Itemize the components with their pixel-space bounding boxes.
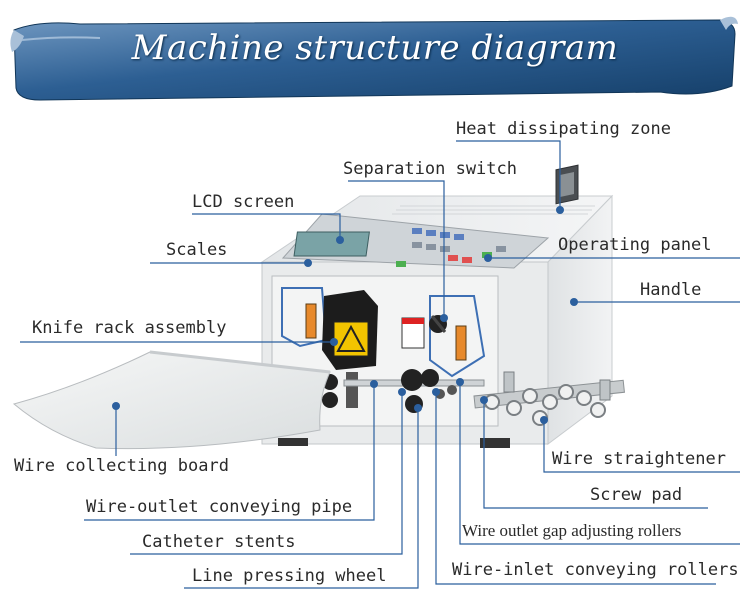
label-scales: Scales (166, 240, 228, 260)
label-catheter-stents: Catheter stents (142, 532, 296, 552)
label-wire-outlet-gap-adjusting-rollers: Wire outlet gap adjusting rollers (462, 521, 682, 540)
label-wire-outlet-conveying-pipe: Wire-outlet conveying pipe (86, 497, 353, 517)
lcd-screen (293, 231, 370, 257)
label-operating-panel: Operating panel (558, 235, 712, 255)
title-banner (10, 16, 738, 101)
label-separation-switch: Separation switch (343, 159, 517, 179)
label-wire-straightener: Wire straightener (552, 449, 726, 469)
label-wire-collecting-board: Wire collecting board (14, 456, 229, 476)
label-line-pressing-wheel: Line pressing wheel (192, 566, 387, 586)
label-knife-rack-assembly: Knife rack assembly (32, 318, 227, 338)
label-handle: Handle (640, 280, 702, 300)
diagram-title: Machine structure diagram (131, 28, 619, 68)
label-lcd-screen: LCD screen (192, 192, 295, 212)
label-screw-pad: Screw pad (590, 485, 683, 505)
label-wire-inlet-conveying-rollers: Wire-inlet conveying rollers (452, 560, 739, 580)
label-heat-dissipating-zone: Heat dissipating zone (456, 119, 671, 139)
